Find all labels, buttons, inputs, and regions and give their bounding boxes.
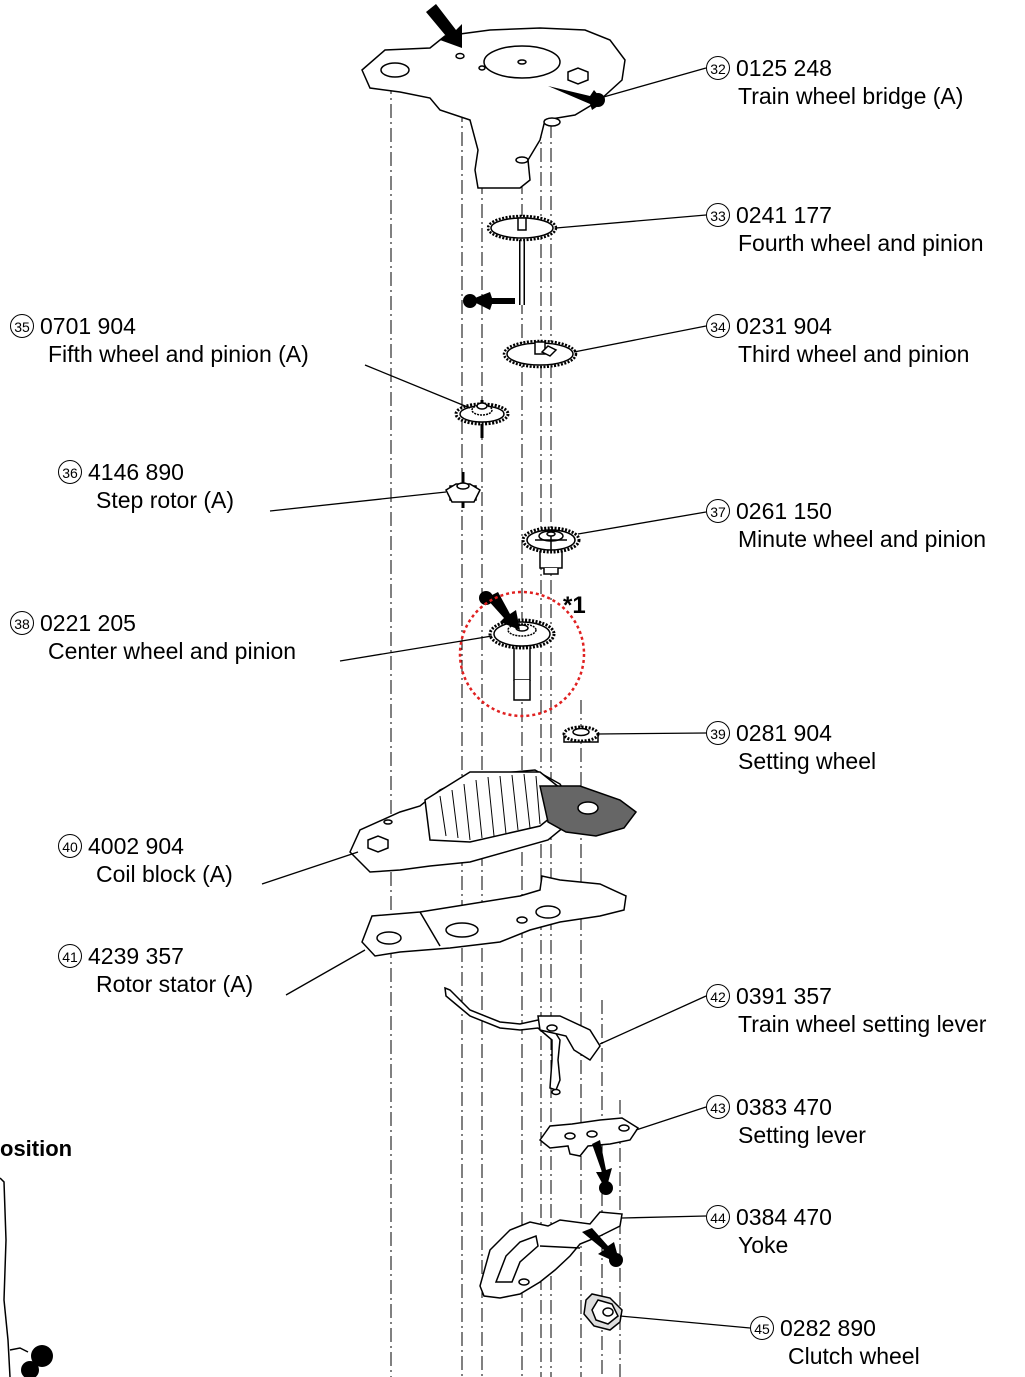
highlight-circle-38 xyxy=(458,590,586,718)
setting-wheel-drawing xyxy=(562,725,600,743)
part-name-44: Yoke xyxy=(738,1232,789,1258)
part-number-42: 42 xyxy=(706,983,730,1008)
axis-lines xyxy=(390,60,621,1377)
part-name-42: Train wheel setting lever xyxy=(738,1011,987,1037)
part-code-35: 0701 904 xyxy=(40,313,136,339)
minute-wheel-drawing xyxy=(521,526,581,575)
part-name-37: Minute wheel and pinion xyxy=(738,526,987,552)
part-name-38: Center wheel and pinion xyxy=(48,638,297,664)
part-code-38: 0221 205 xyxy=(40,610,136,636)
part-code-42: 0391 357 xyxy=(736,983,832,1009)
part-number-32: 32 xyxy=(706,55,730,80)
part-code-32: 0125 248 xyxy=(736,55,832,81)
setting-lever-drawing xyxy=(538,1117,640,1157)
part-number-34: 34 xyxy=(706,313,730,338)
part-code-33: 0241 177 xyxy=(736,202,832,228)
pointer-arrow-44 xyxy=(582,1228,620,1264)
part-name-43: Setting lever xyxy=(738,1122,866,1148)
pointer-arrow-38 xyxy=(486,592,520,630)
part-number-40: 40 xyxy=(58,833,82,858)
part-number-33: 33 xyxy=(706,202,730,227)
part-name-33: Fourth wheel and pinion xyxy=(738,230,984,256)
leader-lines xyxy=(261,67,751,1329)
part-number-38: 38 xyxy=(10,610,34,635)
pointer-arrow-32-top xyxy=(426,4,462,48)
part-code-39: 0281 904 xyxy=(736,720,832,746)
part-number-44: 44 xyxy=(706,1204,730,1229)
part-code-43: 0383 470 xyxy=(736,1094,832,1120)
part-name-32: Train wheel bridge (A) xyxy=(738,83,964,109)
coil-block-drawing xyxy=(349,769,638,873)
part-name-39: Setting wheel xyxy=(738,748,877,774)
pointer-arrow-43 xyxy=(592,1140,612,1190)
part-code-45: 0282 890 xyxy=(780,1315,876,1341)
part-code-44: 0384 470 xyxy=(736,1204,832,1230)
part-name-40: Coil block (A) xyxy=(96,861,233,887)
clutch-wheel-drawing xyxy=(583,1293,623,1331)
part-number-41: 41 xyxy=(58,943,82,968)
part-code-34: 0231 904 xyxy=(736,313,832,339)
note-marker: *1 xyxy=(563,592,586,619)
pointer-arrow-32-right xyxy=(548,86,604,110)
part-name-45: Clutch wheel xyxy=(788,1343,920,1369)
rotor-stator-drawing xyxy=(361,875,627,957)
part-name-36: Step rotor (A) xyxy=(96,487,235,513)
pointer-dot-inset-1 xyxy=(31,1345,53,1367)
pointer-arrow-33 xyxy=(470,292,515,310)
section-title-partial: osition xyxy=(0,1136,73,1161)
train-wheel-setting-lever-drawing xyxy=(444,986,601,1096)
part-code-41: 4239 357 xyxy=(88,943,184,969)
step-rotor-drawing xyxy=(445,472,481,508)
part-number-43: 43 xyxy=(706,1094,730,1119)
fourth-wheel-drawing xyxy=(486,214,558,305)
part-code-37: 0261 150 xyxy=(736,498,832,524)
part-code-40: 4002 904 xyxy=(88,833,184,859)
part-number-35: 35 xyxy=(10,313,34,338)
pointer-dot-inset-2 xyxy=(21,1361,39,1377)
train-wheel-bridge-drawing xyxy=(361,27,626,189)
part-number-37: 37 xyxy=(706,498,730,523)
part-number-45: 45 xyxy=(750,1315,774,1340)
part-code-36: 4146 890 xyxy=(88,459,184,485)
center-wheel-drawing xyxy=(488,618,556,701)
part-name-41: Rotor stator (A) xyxy=(96,971,254,997)
part-name-35: Fifth wheel and pinion (A) xyxy=(48,341,309,367)
part-number-39: 39 xyxy=(706,720,730,745)
fifth-wheel-drawing xyxy=(454,400,510,438)
partial-inset-figure xyxy=(0,1177,29,1377)
part-number-36: 36 xyxy=(58,459,82,484)
part-name-34: Third wheel and pinion xyxy=(738,341,970,367)
third-wheel-drawing xyxy=(502,339,578,369)
